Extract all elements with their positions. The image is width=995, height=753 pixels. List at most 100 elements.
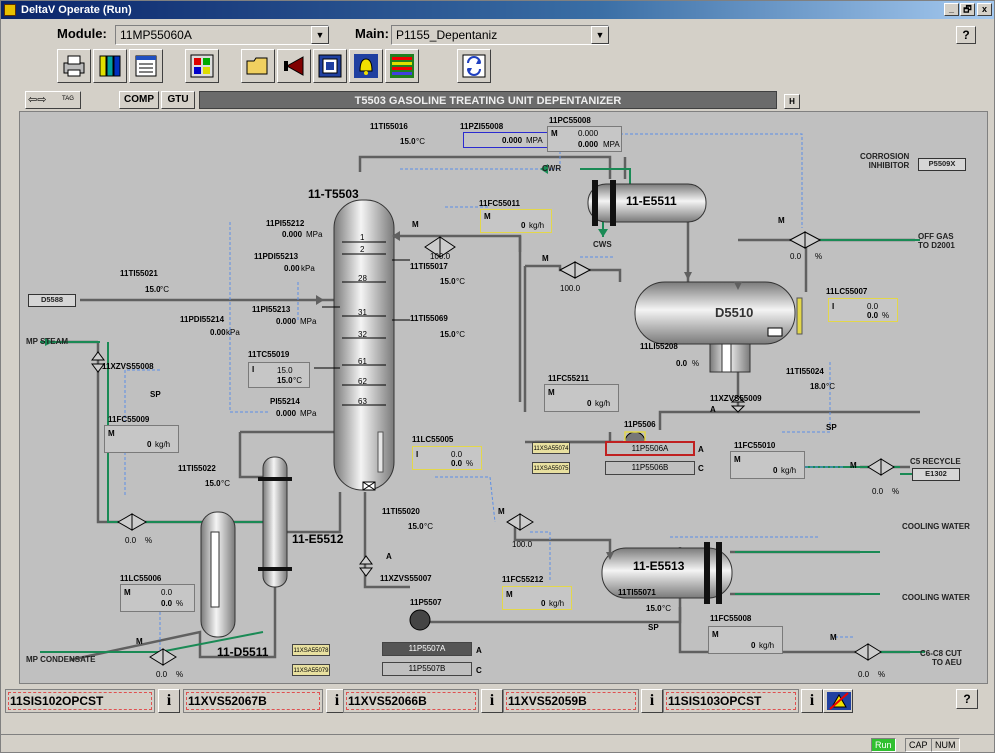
pzi55008-faceplate[interactable]: 0.000 MPA [463,132,548,148]
alarm-4[interactable]: 11XVS52059B [503,689,639,713]
back-button[interactable] [277,49,311,83]
fc55008-faceplate[interactable]: M 0 kg/h [708,626,783,654]
list-button[interactable] [129,49,163,83]
mp-condensate-label: MP CONDENSATE [26,655,96,664]
module-dropdown-icon[interactable]: ▼ [311,26,329,44]
frame-button[interactable] [313,49,347,83]
p5507a-button[interactable]: 11P5507A [382,642,472,656]
lc55006-faceplate[interactable]: M 0.0 0.0 % [120,584,195,612]
p5506a-button[interactable]: 11P5506A [605,441,695,456]
main-select[interactable]: P1155_Depentaniz [391,25,609,45]
ti55022-unit: °C [221,479,230,488]
folder-icon [246,57,268,75]
m-label-3: M [136,637,143,646]
gtu-button[interactable]: GTU [161,91,195,109]
xsa55074-button[interactable]: 11XSA55074 [532,442,570,454]
pdi55213-unit: kPa [301,264,315,273]
valve-steam-pct: 0.0 [125,536,137,545]
tray-61: 61 [358,357,367,366]
alarm-1[interactable]: 11SIS102OPCST [5,689,155,713]
open-button[interactable] [241,49,275,83]
pi55212-value: 0.000 [282,230,303,239]
pi55212-tag: 11PI55212 [266,219,305,228]
h-button[interactable]: H [784,94,800,109]
fc55008-unit: kg/h [759,641,775,650]
fc55211-faceplate[interactable]: M 0 kg/h [544,384,619,412]
fc55010-faceplate[interactable]: M 0 kg/h [730,451,805,479]
c-label-4: C [698,464,704,473]
main-dropdown-icon[interactable]: ▼ [591,26,609,44]
p5509x-box[interactable]: P5509X [918,158,966,171]
fc55009-faceplate[interactable]: M 0 kg/h [104,425,179,453]
d5511-label: 11-D5511 [217,645,269,659]
lc55006-mode: M [124,588,131,597]
pi55214-tag: PI55214 [270,397,300,406]
back-arrow-icon [284,56,304,76]
m-label-1: M [412,220,419,229]
overview-button[interactable] [185,49,219,83]
minimize-button[interactable]: _ [944,3,959,16]
lc55006-unit: % [176,599,184,608]
alarm-4-info-button[interactable]: i [641,689,663,713]
alarm-4-label: 11XVS52059B [508,694,587,708]
tc55019-faceplate[interactable]: I 15.0 15.0 °C [248,362,310,388]
ti55024-unit: °C [826,382,835,391]
pc55008-tag: 11PC55008 [549,116,591,125]
alarm-1-info-button[interactable]: i [158,689,180,713]
ti55016-tag: 11TI55016 [370,122,408,131]
alarm-2[interactable]: 11XVS52067B [183,689,323,713]
module-select[interactable]: 11MP55060A [115,25,329,45]
help-button[interactable]: ? [956,26,976,44]
lc55007-faceplate[interactable]: I 0.0 0.0 % [828,298,898,322]
fc55011-mode: M [484,212,491,221]
fc55011-faceplate[interactable]: M 0 kg/h [480,209,552,233]
tray-63: 63 [358,397,367,406]
ti55069-unit: °C [456,330,465,339]
p5507b-button[interactable]: 11P5507B [382,662,472,676]
print-button[interactable] [57,49,91,83]
p5506-tag: 11P5506 [624,420,656,429]
refresh-button[interactable] [457,49,491,83]
alarm-list-button[interactable] [385,49,419,83]
fc55212-faceplate[interactable]: M 0 kg/h [502,586,572,610]
close-button[interactable]: x [977,3,992,16]
alarm-5-info-button[interactable]: i [801,689,823,713]
ti55017-value: 15.0 [440,277,456,286]
lc55005-faceplate[interactable]: I 0.0 0.0 % [412,446,482,470]
ti55071-unit: °C [662,604,671,613]
module-label: Module: [57,26,107,41]
e5511-label: 11-E5511 [626,194,677,208]
xsa55075-button[interactable]: 11XSA55075 [532,462,570,474]
alarm-3-info-button[interactable]: i [481,689,503,713]
d5588-box[interactable]: D5588 [28,294,76,307]
tray-2: 2 [360,245,365,254]
p5506b-button[interactable]: 11P5506B [605,461,695,475]
alarm-5[interactable]: 11SIS103OPCST [663,689,799,713]
fc55212-value: 0 [541,599,546,608]
maximize-button[interactable]: 🗗 [960,3,975,16]
nav-arrows[interactable]: ⇦⇨ TAG [25,91,81,109]
cap-status: CAP [905,738,932,752]
lc55007-pv: 0.0 [867,302,879,311]
xsa55079-button[interactable]: 11XSA55079 [292,664,330,676]
alarm-silence-button[interactable] [823,689,853,713]
fc55212-unit: kg/h [549,599,565,608]
fc55211-unit: kg/h [595,399,611,408]
lc55007-tag: 11LC55007 [826,287,868,296]
pc55008-faceplate[interactable]: M 0.000 0.000 MPA [547,126,622,152]
e1302-box[interactable]: E1302 [912,468,960,481]
comp-button[interactable]: COMP [119,91,159,109]
corrosion-label: CORROSION INHIBITOR [860,152,910,170]
alarm-3[interactable]: 11XVS52066B [343,689,479,713]
alarm-3-label: 11XVS52066B [348,694,427,708]
fc55011-value: 0 [521,221,526,230]
fc55009-value: 0 [147,440,152,449]
process-piping [40,133,925,666]
trend-button[interactable] [93,49,127,83]
xsa55078-button[interactable]: 11XSA55078 [292,644,330,656]
fc55009-tag: 11FC55009 [108,415,150,424]
alarm-bell-button[interactable] [349,49,383,83]
fc55008-value: 0 [751,641,756,650]
help-button-bottom[interactable]: ? [956,689,978,709]
